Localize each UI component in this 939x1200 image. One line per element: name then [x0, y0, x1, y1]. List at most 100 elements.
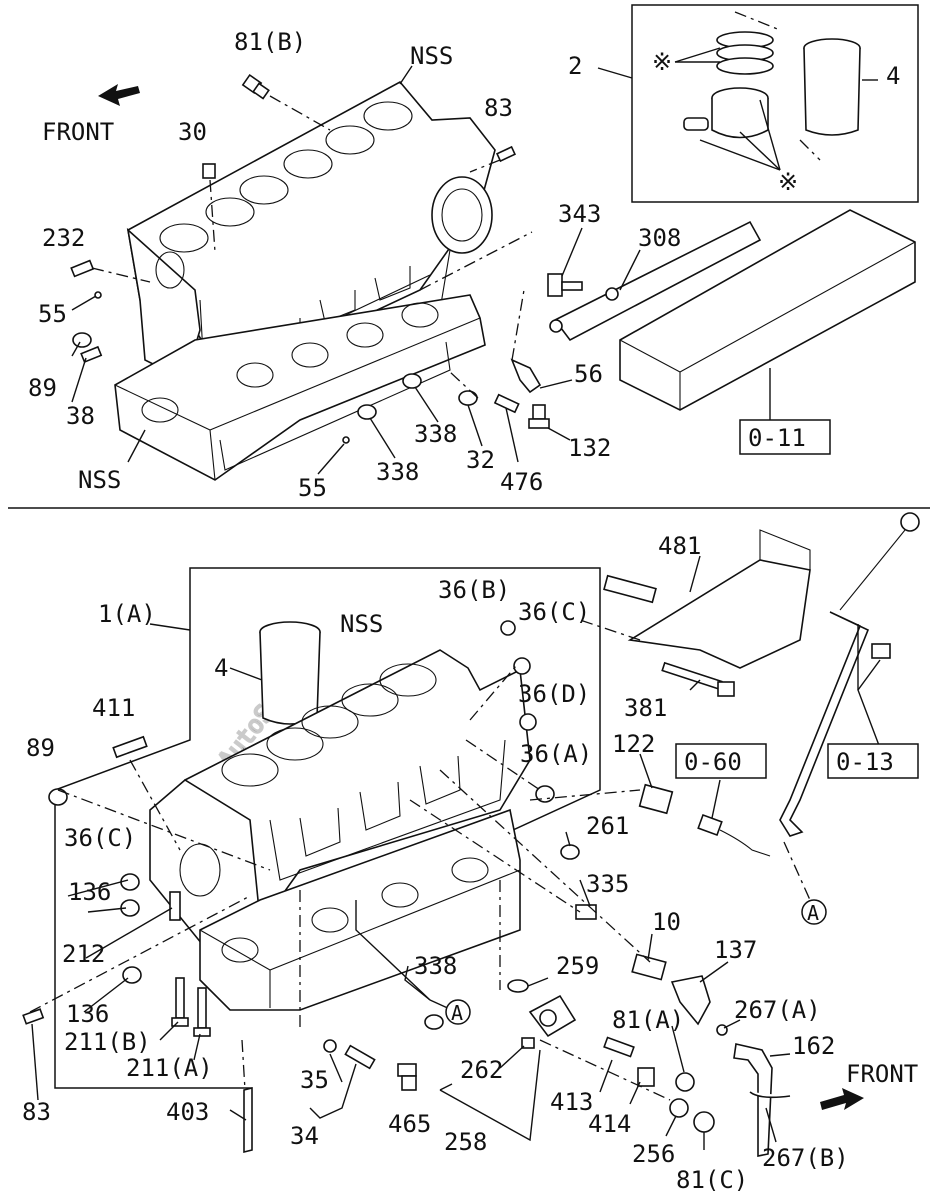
pin-83-lower — [22, 1008, 45, 1025]
plug-338a — [402, 373, 422, 389]
plug-338b — [357, 404, 377, 420]
plug-36c-top — [513, 657, 531, 675]
label-55-left: 55 — [38, 300, 67, 328]
label-2: 2 — [568, 52, 582, 80]
label-338-right: 338 — [414, 420, 457, 448]
label-267a: 267(A) — [734, 996, 821, 1024]
front-label-upper: FRONT — [42, 118, 114, 146]
plug-338-lower — [424, 1014, 444, 1030]
bolt-34 — [344, 1044, 376, 1070]
pin-212 — [169, 891, 181, 921]
piston-rings-icon — [716, 31, 774, 75]
label-261: 261 — [586, 812, 629, 840]
ref-box-0-60-label: 0-60 — [684, 748, 742, 776]
bolt-343 — [547, 273, 583, 297]
crankcase-lower — [199, 808, 521, 1011]
label-137: 137 — [714, 936, 757, 964]
plug-36b — [500, 620, 516, 636]
label-338-lower: 338 — [414, 952, 457, 980]
label-nss-lower: NSS — [340, 610, 383, 638]
front-arrow-icon-lower — [820, 1088, 864, 1110]
label-338-left: 338 — [376, 458, 419, 486]
label-476: 476 — [500, 468, 543, 496]
housing-0-11 — [619, 209, 916, 411]
label-308: 308 — [638, 224, 681, 252]
pin-83 — [495, 145, 517, 163]
label-335: 335 — [586, 870, 629, 898]
elbow-137 — [670, 975, 711, 1026]
plug-89 — [72, 332, 92, 348]
label-nss-top: NSS — [410, 42, 453, 70]
label-256: 256 — [632, 1140, 675, 1168]
dipstick-0-13 — [779, 512, 920, 837]
plug-261 — [560, 844, 580, 860]
cylinder-liner-4 — [259, 621, 321, 725]
sensor-122 — [638, 783, 674, 815]
plug-81a — [675, 1072, 695, 1092]
cover-308 — [549, 220, 762, 342]
bolt-476 — [493, 393, 520, 414]
gauge-403 — [243, 1086, 253, 1154]
label-83-upper: 83 — [484, 94, 513, 122]
label-232: 232 — [42, 224, 85, 252]
label-413: 413 — [550, 1088, 593, 1116]
label-343: 343 — [558, 200, 601, 228]
label-414: 414 — [588, 1110, 631, 1138]
label-36d: 36(D) — [518, 680, 590, 708]
label-36c-left: 36(C) — [64, 824, 136, 852]
stud-232 — [70, 259, 95, 278]
sensor-harness-0-60 — [697, 813, 771, 857]
label-36a: 36(A) — [520, 740, 592, 768]
fitting-10 — [631, 953, 667, 981]
washer-256 — [669, 1098, 689, 1118]
label-132: 132 — [568, 434, 611, 462]
label-81b: 81(B) — [234, 28, 306, 56]
dowel-30 — [202, 163, 216, 179]
bolt-132 — [528, 404, 550, 429]
oil-cooler-262 — [521, 994, 577, 1049]
label-38: 38 — [66, 402, 95, 430]
label-4-kit: 4 — [886, 62, 900, 90]
plug-89-lower — [48, 788, 68, 806]
plug-36d — [519, 713, 537, 731]
circle-a-label-right: A — [807, 901, 819, 925]
oring-35 — [323, 1039, 337, 1053]
stud-411 — [112, 735, 148, 759]
pipe-162 — [733, 1043, 773, 1157]
label-35: 35 — [300, 1066, 329, 1094]
label-211a: 211(A) — [126, 1054, 213, 1082]
label-89-upper: 89 — [28, 374, 57, 402]
plug-81b — [241, 73, 270, 100]
label-36c-top: 36(C) — [518, 598, 590, 626]
label-81a: 81(A) — [612, 1006, 684, 1034]
ball-55a — [94, 291, 102, 299]
label-56: 56 — [574, 360, 603, 388]
label-212: 212 — [62, 940, 105, 968]
label-162: 162 — [792, 1032, 835, 1060]
ref-box-0-11 — [739, 419, 831, 455]
label-30: 30 — [178, 118, 207, 146]
label-122: 122 — [612, 730, 655, 758]
cylinder-block-upper — [126, 80, 496, 401]
label-star-b: ※ — [778, 168, 798, 196]
plug-465 — [397, 1063, 417, 1091]
bracket-481 — [603, 529, 811, 669]
label-267b: 267(B) — [762, 1144, 849, 1172]
ref-box-0-11-label: 0-11 — [748, 424, 806, 452]
piston-icon — [683, 87, 769, 139]
bolt-381 — [661, 661, 735, 697]
label-55-bottom: 55 — [298, 474, 327, 502]
pin-38 — [80, 345, 103, 364]
label-481: 481 — [658, 532, 701, 560]
front-arrow-icon — [98, 84, 140, 106]
label-259: 259 — [556, 952, 599, 980]
plug-81c — [693, 1111, 715, 1133]
label-89-lower: 89 — [26, 734, 55, 762]
bolt-211b — [171, 977, 189, 1027]
stud-413 — [603, 1036, 635, 1058]
label-32: 32 — [466, 446, 495, 474]
cylinder-liner-icon — [803, 38, 861, 136]
label-36b: 36(B) — [438, 576, 510, 604]
label-211b: 211(B) — [64, 1028, 151, 1056]
